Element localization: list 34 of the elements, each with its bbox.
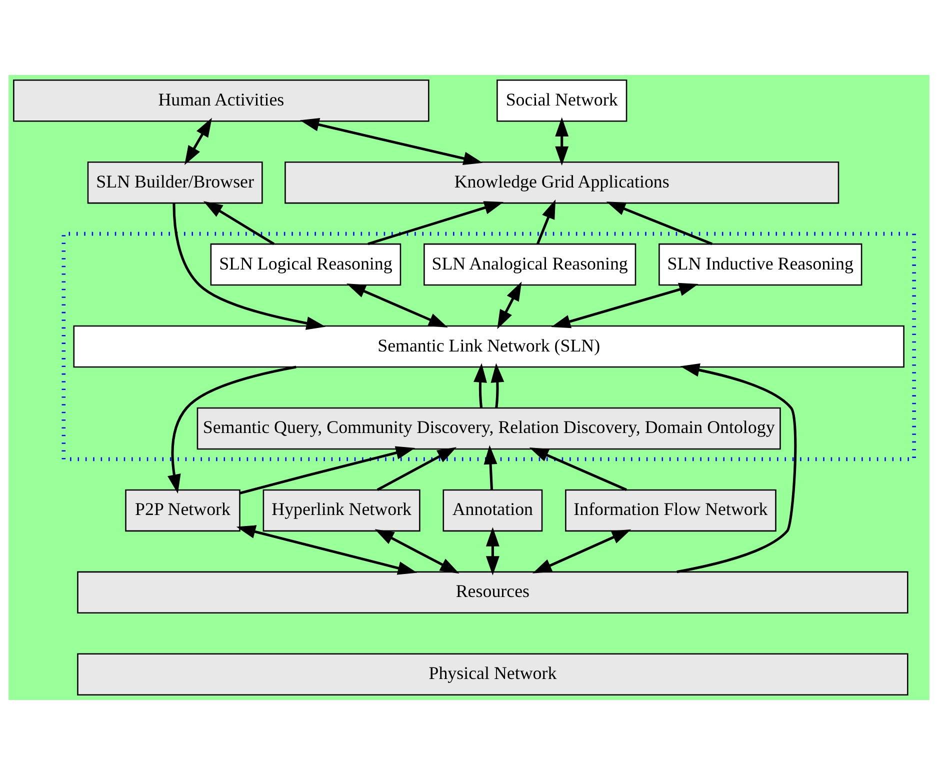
node-box: Social Network — [496, 78, 628, 122]
node-box: SLN Logical Reasoning — [210, 242, 402, 286]
arrow — [676, 362, 797, 573]
arrow — [172, 202, 326, 330]
node-box: Semantic Query, Community Discovery, Relation Discovery, Domain Ontology — [196, 406, 781, 450]
arrow — [184, 117, 212, 165]
arrow — [236, 524, 418, 574]
node-box: Annotation — [442, 488, 543, 532]
arrow — [374, 528, 460, 574]
arrow — [532, 528, 632, 573]
arrow — [555, 116, 569, 166]
arrow — [551, 282, 698, 328]
arrow — [490, 362, 504, 408]
node-box: Knowledge Grid Applications — [284, 160, 840, 204]
arrow — [474, 362, 487, 408]
node-box: Hyperlink Network — [262, 488, 420, 532]
arrow — [240, 446, 416, 494]
arrow — [484, 444, 498, 490]
node-box: SLN Builder/Browser — [87, 160, 263, 204]
arrow — [497, 281, 522, 329]
arrow — [300, 118, 483, 165]
arrow — [529, 446, 627, 491]
arrow — [376, 446, 457, 490]
arrow — [486, 526, 500, 575]
arrow — [346, 283, 448, 327]
node-box: Physical Network — [77, 652, 908, 696]
node-box: Human Activities — [13, 78, 430, 122]
node-box: Information Flow Network — [565, 488, 776, 532]
node-box: Semantic Link Network (SLN) — [73, 324, 904, 368]
node-box: Resources — [77, 570, 908, 614]
node-box: SLN Analogical Reasoning — [424, 242, 636, 286]
arrow — [168, 365, 296, 494]
node-box: SLN Inductive Reasoning — [658, 242, 862, 286]
node-box: P2P Network — [125, 488, 240, 532]
